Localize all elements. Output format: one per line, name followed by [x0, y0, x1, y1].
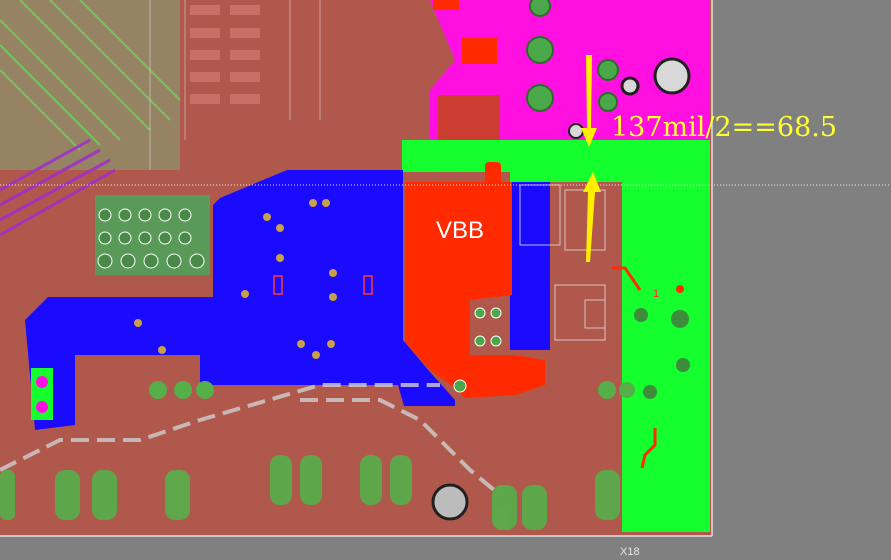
- hole-small-mid: [568, 123, 584, 139]
- green-pour-pads: [634, 308, 690, 399]
- dimension-label: 137mil/2==68.5: [611, 112, 837, 143]
- magenta-vias: [526, 0, 619, 112]
- red-tab: [485, 162, 501, 184]
- arrow-up-icon: [583, 172, 601, 262]
- vbb-pads: [453, 307, 502, 393]
- silkscreen-dashes: [0, 383, 502, 497]
- red-mark-green-pour: [640, 428, 657, 469]
- via-array-block: [438, 95, 500, 143]
- ref-label-small: 1: [653, 288, 659, 300]
- pad-row-mid: [149, 381, 635, 399]
- board-ref-label: X18: [620, 546, 640, 558]
- cap-pad-via-2: [36, 401, 48, 413]
- vbb-pour: [405, 182, 545, 398]
- purple-traces: [0, 138, 116, 237]
- routing-region-top-left: [0, 0, 180, 170]
- blue-vias: [134, 199, 337, 359]
- red-mark-top: [612, 266, 642, 291]
- connector-pins: [97, 208, 205, 269]
- red-pad-top: [462, 38, 497, 64]
- bottom-pads: [0, 455, 620, 530]
- blue-pour: [25, 170, 455, 430]
- red-dot: [676, 285, 684, 293]
- cap-pad-via-1: [36, 376, 48, 388]
- blue-pour-right: [510, 182, 550, 350]
- blue-part-outline-1: [273, 275, 283, 295]
- white-grid-traces: [149, 0, 321, 170]
- pad-rows-top: [190, 5, 260, 104]
- mounting-hole-bottom: [431, 483, 469, 521]
- blue-part-outline-2: [363, 275, 373, 295]
- green-pour: [402, 140, 710, 532]
- hole-small-top: [620, 76, 640, 96]
- red-pad-corner: [433, 0, 459, 10]
- arrow-down-icon: [581, 55, 597, 147]
- mounting-hole-top: [653, 57, 691, 95]
- net-label-vbb: VBB: [436, 217, 484, 244]
